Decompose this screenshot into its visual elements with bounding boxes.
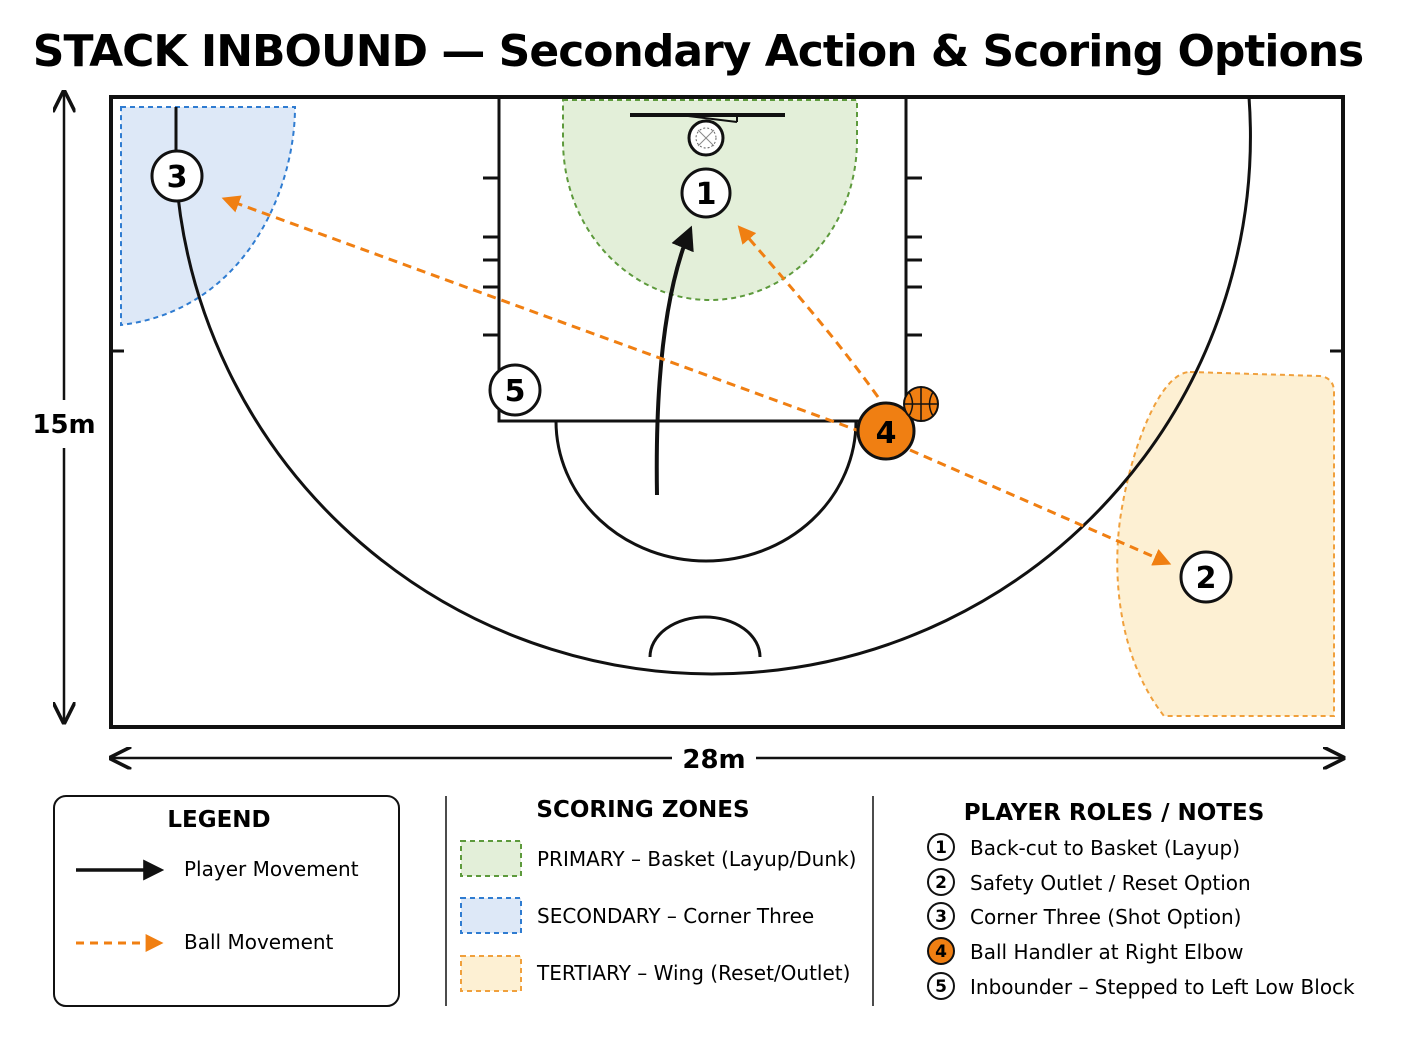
tertiary-zone-wing <box>1116 370 1335 717</box>
half-court: 1 3 5 4 2 <box>109 95 1345 729</box>
player-4-ball-handler: 4 <box>856 401 916 461</box>
player1-cut-arrow <box>654 225 694 496</box>
player-5: 5 <box>488 363 542 417</box>
role-5-text: Inbounder – Stepped to Left Low Block <box>970 975 1355 999</box>
zone-tertiary-label: TERTIARY – Wing (Reset/Outlet) <box>536 961 850 985</box>
player-4-label: 4 <box>876 416 897 451</box>
player-1: 1 <box>680 167 732 219</box>
role-2-number: 2 <box>935 873 947 893</box>
legend-title: LEGEND <box>167 807 270 833</box>
role-1-number: 1 <box>935 838 947 858</box>
scoring-zones-panel: SCORING ZONES PRIMARY – Basket (Layup/Du… <box>460 797 856 992</box>
tertiary-zone-swatch <box>460 955 522 992</box>
player-2-label: 2 <box>1196 561 1217 596</box>
role-2-text: Safety Outlet / Reset Option <box>970 871 1251 895</box>
zone-primary-label: PRIMARY – Basket (Layup/Dunk) <box>537 847 856 871</box>
pass-to-player2-arrow <box>909 448 1172 566</box>
role-1-text: Back-cut to Basket (Layup) <box>970 836 1240 860</box>
player-3: 3 <box>150 149 204 203</box>
legend-ball-movement: Ball Movement <box>184 930 334 954</box>
role-5-number: 5 <box>935 977 947 997</box>
pass-to-player1-arrow <box>737 225 880 398</box>
basket-rim <box>687 119 725 157</box>
role-3-number: 3 <box>935 907 947 927</box>
primary-zone-swatch <box>460 840 522 877</box>
skip-pass-to-player3-arrow <box>221 195 863 434</box>
scoring-zones-title: SCORING ZONES <box>536 797 749 823</box>
court-boundary <box>109 95 1345 729</box>
role-3-text: Corner Three (Shot Option) <box>970 905 1241 929</box>
roles-title: PLAYER ROLES / NOTES <box>964 800 1265 826</box>
width-dimension: 28m <box>111 745 1343 775</box>
lane-hash-marks <box>111 176 1343 353</box>
free-throw-circle <box>554 420 858 563</box>
width-label: 28m <box>682 745 745 775</box>
role-4-number: 4 <box>935 942 947 962</box>
player-roles-panel: PLAYER ROLES / NOTES 1 Back-cut to Baske… <box>927 800 1355 1000</box>
three-point-line <box>174 96 1252 676</box>
zone-secondary-label: SECONDARY – Corner Three <box>537 904 814 928</box>
legend-panel: LEGEND Player Movement Ball Movement <box>53 795 400 1007</box>
height-label: 15m <box>32 410 95 440</box>
center-arc <box>648 615 762 658</box>
player-2: 2 <box>1179 550 1233 604</box>
legend-player-movement: Player Movement <box>184 857 359 881</box>
secondary-zone-swatch <box>460 897 522 934</box>
player-1-label: 1 <box>696 177 717 212</box>
basketball-icon <box>903 386 939 422</box>
player-3-label: 3 <box>167 160 188 195</box>
player-5-label: 5 <box>505 374 526 409</box>
role-4-text: Ball Handler at Right Elbow <box>970 940 1244 964</box>
page-title: STACK INBOUND — Secondary Action & Scori… <box>33 26 1363 77</box>
rim-connector <box>679 114 738 123</box>
height-dimension: 15m <box>32 92 96 722</box>
